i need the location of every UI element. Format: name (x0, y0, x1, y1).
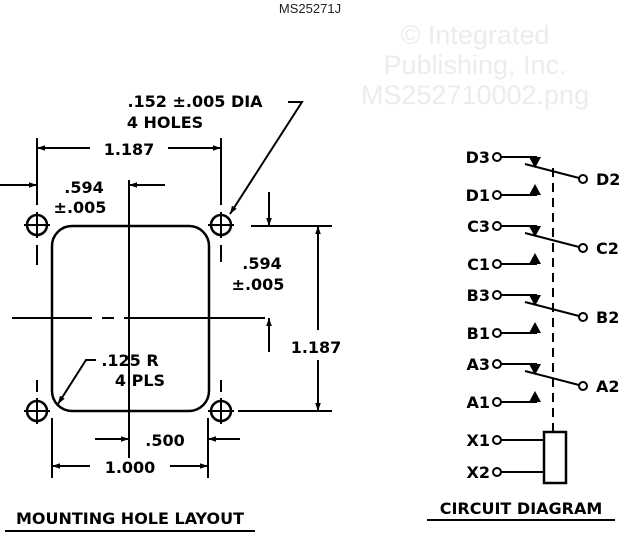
hole (208, 212, 234, 238)
contact-up-icon (529, 253, 541, 264)
coil-terminal: X2 (467, 463, 544, 482)
circuit-heading: CIRCUIT DIAGRAM (440, 499, 603, 518)
hole (208, 398, 234, 424)
terminal-circle (578, 381, 588, 391)
coil (542, 430, 568, 485)
layout-heading: MOUNTING HOLE LAYOUT (16, 509, 244, 528)
terminal-label: D1 (466, 186, 490, 205)
coil-terminal: X1 (467, 431, 544, 450)
terminal-label: D3 (466, 148, 490, 167)
watermark-line: Publishing, Inc. (383, 50, 566, 80)
terminal-circle (492, 397, 502, 407)
terminal-circle (492, 190, 502, 200)
contact-up-icon (529, 184, 541, 195)
terminal-label: D2 (596, 170, 620, 189)
dim-half-width: .500 (145, 431, 184, 450)
contact-down-icon (529, 295, 541, 306)
terminal-circle (578, 312, 588, 322)
switch-blade (524, 232, 580, 248)
contact-down-icon (529, 226, 541, 237)
terminal-label: C1 (467, 255, 490, 274)
watermark-line: MS252710002.png (361, 80, 589, 110)
hole-callout-count: 4 HOLES (127, 113, 203, 132)
terminal-label: B3 (467, 286, 490, 305)
terminal-label: A2 (596, 377, 620, 396)
terminal-label: C2 (596, 239, 619, 258)
switch-blade (524, 301, 580, 317)
terminal-label: B2 (596, 308, 619, 327)
hole (24, 212, 50, 238)
terminal-circle (578, 243, 588, 253)
dim-height: 1.187 (291, 338, 342, 357)
watermark-line: © Integrated (401, 20, 550, 50)
terminal-label: X2 (467, 463, 490, 482)
switch-blade (524, 163, 580, 179)
hole-callout-diameter: .152 ±.005 DIA (127, 92, 263, 111)
radius-leader (57, 359, 96, 405)
dim-offset-vertical: .594 (242, 254, 281, 273)
dim-offset-horizontal-tolerance: ±.005 (54, 198, 107, 217)
contact-up-icon (529, 322, 541, 333)
mounting-hole-layout: .152 ±.005 DIA 4 HOLES 1.187 .594 ±.005 … (0, 92, 342, 532)
dim-corner-radius-count: 4 PLS (115, 371, 165, 390)
terminal-circle (492, 328, 502, 338)
mounting-holes (24, 212, 234, 424)
contact-down-icon (529, 157, 541, 168)
terminal-circle (492, 435, 502, 445)
terminal-circle (492, 221, 502, 231)
contact-up-icon (529, 391, 541, 402)
terminal-label: C3 (467, 217, 490, 236)
terminal-label: A3 (466, 355, 490, 374)
terminal-circle (492, 359, 502, 369)
switch-blade (524, 370, 580, 386)
terminal-circle (492, 259, 502, 269)
terminal-label: B1 (467, 324, 490, 343)
watermark: © Integrated Publishing, Inc. MS25271000… (361, 20, 589, 110)
terminal-circle (492, 152, 502, 162)
dim-top-width: 1.187 (104, 140, 155, 159)
terminal-circle (492, 467, 502, 477)
dim-width: 1.000 (105, 458, 156, 477)
contact-down-icon (529, 364, 541, 375)
dim-offset-horizontal: .594 (64, 178, 103, 197)
terminal-label: X1 (467, 431, 490, 450)
dim-offset-vertical-tolerance: ±.005 (232, 275, 285, 294)
drawing-title: MS25271J (279, 1, 341, 16)
dim-corner-radius: .125 R (101, 351, 158, 370)
hole-callout-leader (229, 101, 304, 215)
terminal-circle (492, 290, 502, 300)
terminal-circle (578, 174, 588, 184)
hole (24, 398, 50, 424)
terminal-label: A1 (466, 393, 490, 412)
